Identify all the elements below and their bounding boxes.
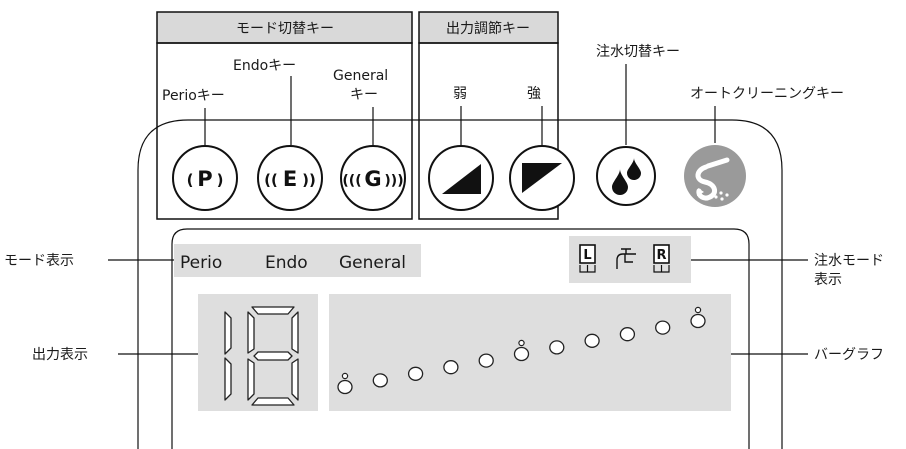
perio-key-button[interactable]: ( P ) (172, 145, 238, 211)
bar-graph-dot-2 (372, 373, 388, 388)
water-mode-right-indicator: R (653, 244, 670, 273)
bar-graph-dot-3 (407, 366, 424, 381)
bar-graph-marker-6 (518, 339, 525, 347)
mode-display-general: General (339, 253, 406, 273)
faucet-icon (616, 248, 636, 269)
auto-clean-key-label: オートクリーニングキー (690, 86, 844, 102)
weak-key-label: 弱 (453, 86, 467, 102)
mode-display-panel (174, 244, 421, 277)
bar-graph-dot-4 (443, 360, 459, 375)
water-mode-display-callout-line1: 注水モード (814, 253, 884, 269)
svg-text:))): ))) (384, 173, 403, 189)
svg-text:(((: ((( (342, 173, 361, 189)
bar-graph-dot-9 (619, 327, 636, 342)
bar-graph-dot-5 (478, 353, 494, 368)
bar-graph-dot-1 (337, 379, 353, 395)
bar-graph-dot-8 (584, 333, 600, 348)
water-drops-icon (612, 158, 641, 195)
bar-graph-dot-6 (513, 346, 530, 362)
auto-clean-button[interactable] (684, 145, 746, 207)
perio-key-symbol: P (197, 167, 212, 191)
mode-switch-keys-group: モード切替キー (156, 11, 413, 220)
bar-graph-dot-11 (690, 313, 706, 329)
output-adjust-keys-title: 出力調節キー (446, 20, 530, 37)
svg-text:((: (( (264, 171, 278, 189)
bar-graph-panel (329, 294, 731, 411)
mode-display-perio: Perio (180, 253, 222, 273)
general-key-label-line1: General (333, 68, 388, 84)
water-mode-left-letter: L (583, 248, 591, 263)
ramp-down-icon (442, 164, 481, 194)
bar-graph-marker-11 (694, 306, 702, 314)
bar-graph-marker-1 (341, 372, 349, 380)
svg-text:)): )) (302, 171, 316, 189)
mode-switch-keys-title: モード切替キー (236, 21, 334, 37)
display-window-outline (171, 228, 750, 449)
endo-key-symbol: E (283, 167, 297, 191)
endo-key-label: Endoキー (233, 58, 296, 74)
water-mode-left-indicator: L (579, 244, 596, 273)
svg-text:(: ( (187, 171, 194, 189)
auto-clean-icon (695, 157, 730, 201)
bar-graph-callout: バーグラフ (814, 347, 884, 363)
bar-graph-levels (337, 306, 706, 395)
output-display-digit-eight (247, 306, 299, 406)
output-weak-button[interactable] (428, 145, 494, 211)
water-mode-display-callout-line2: 表示 (814, 272, 842, 288)
bar-graph-dot-7 (549, 340, 565, 355)
bar-graph-dot-10 (655, 320, 671, 335)
strong-key-label: 強 (527, 86, 541, 102)
output-display-callout: 出力表示 (32, 347, 88, 363)
water-mode-right-letter: R (656, 248, 666, 263)
ramp-up-icon (522, 163, 562, 193)
water-switch-button[interactable] (596, 146, 656, 206)
output-adjust-keys-group: 出力調節キー (418, 11, 559, 220)
general-key-symbol: G (364, 167, 381, 191)
endo-key-button[interactable]: (( E )) (257, 145, 323, 211)
mode-display-callout: モード表示 (4, 253, 74, 269)
general-key-button[interactable]: ((( G ))) (340, 145, 406, 211)
mode-display-endo: Endo (265, 253, 308, 273)
perio-key-label: Perioキー (162, 88, 225, 104)
output-strong-button[interactable] (509, 145, 575, 211)
output-display-digit-one (224, 311, 232, 401)
general-key-label-line2: キー (350, 87, 378, 103)
svg-text:): ) (217, 171, 224, 189)
device-body-outline (137, 119, 783, 449)
water-switch-key-label: 注水切替キー (596, 44, 680, 60)
